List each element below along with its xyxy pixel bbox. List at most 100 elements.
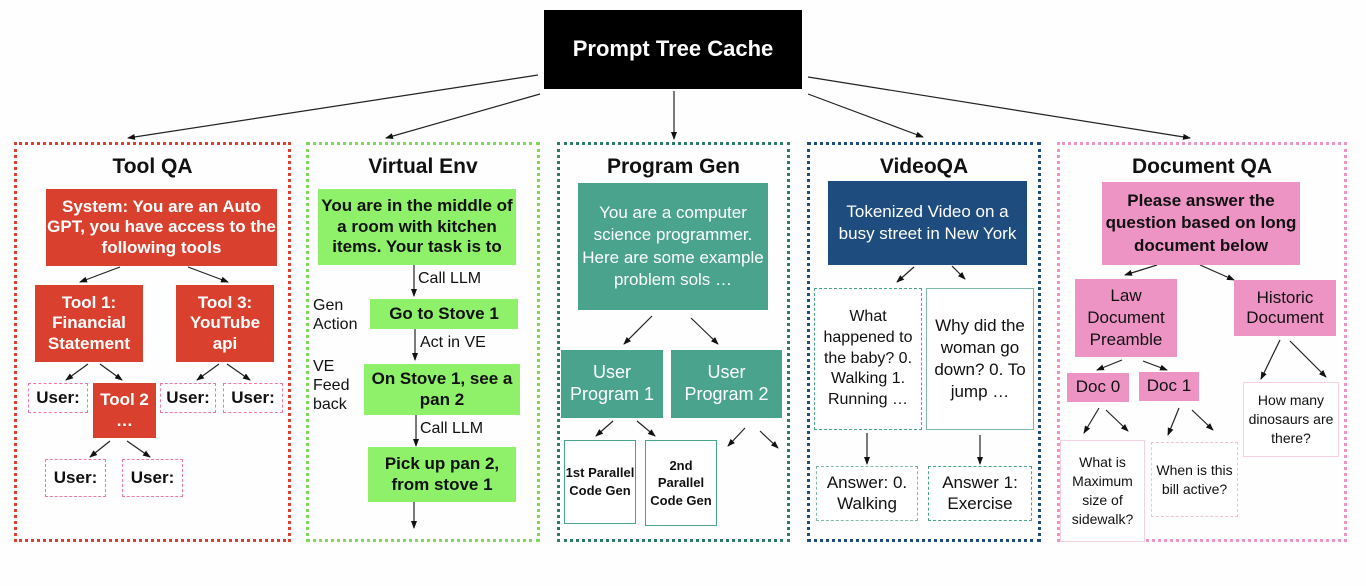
question-node: What happened to the baby? 0. Walking 1.… (814, 288, 922, 430)
node-text: Tokenized Video on a busy street in New … (838, 201, 1017, 243)
node-text: What happened to the baby? 0. Walking 1.… (823, 308, 913, 409)
panel-video-qa: VideoQA (807, 142, 1041, 542)
node-text: On Stove 1, see a pan 2 (371, 369, 513, 409)
panel-tool-qa: Tool QA (14, 142, 291, 542)
node-text: Why did the woman go down? 0. To jump … (934, 315, 1026, 402)
edge (226, 363, 251, 381)
step-see-pan: On Stove 1, see a pan 2 (364, 364, 520, 415)
edge (1260, 339, 1281, 380)
doc1-node: Doc 1 (1139, 372, 1199, 401)
node-text: How many dinosaurs are there? (1248, 392, 1334, 446)
edge (951, 265, 966, 280)
question-node: When is this bill active? (1151, 442, 1238, 517)
node-text: Answer 1: Exercise (942, 473, 1018, 513)
node-text: Law Document Preamble (1087, 285, 1165, 350)
question-node: Why did the woman go down? 0. To jump … (926, 288, 1034, 430)
program-gen-prompt-node: You are a computer science programmer. H… (578, 183, 768, 310)
edge (89, 440, 111, 458)
node-text: You are in the middle of a room with kit… (321, 196, 513, 257)
edge (196, 363, 220, 381)
panel-title: Program Gen (606, 155, 741, 178)
node-text: User Program 1 (569, 362, 655, 404)
edge (1096, 359, 1123, 371)
node-text: Historic Document (1246, 287, 1324, 327)
node-text: Tool 3: YouTube api (189, 292, 261, 353)
edge (187, 266, 229, 283)
edge (1105, 409, 1129, 432)
edge (1191, 409, 1214, 431)
node-text: User: (166, 387, 210, 407)
edge (623, 315, 653, 345)
virtual-env-prompt-node: You are in the middle of a room with kit… (318, 189, 516, 265)
doc0-node: Doc 0 (1067, 373, 1129, 402)
edge-label: Act in VE (420, 334, 486, 351)
edge (1142, 360, 1168, 371)
answer-node: Answer: 0. Walking (816, 466, 918, 521)
step-pick-up-pan: Pick up pan 2, from stove 1 (368, 447, 516, 502)
root-label: Prompt Tree Cache (572, 36, 774, 62)
edge (1167, 407, 1180, 436)
edge (1124, 264, 1158, 276)
user-node: User: (160, 383, 216, 413)
parallel-gen-1-node: 1st Parallel Code Gen (564, 440, 636, 524)
edge (595, 420, 614, 437)
user-node: User: (28, 383, 88, 413)
node-text: System: You are an Auto GPT, you have ac… (47, 196, 276, 257)
side-label-gen-action: Gen Action (313, 297, 358, 334)
edge (1289, 340, 1327, 378)
user-node: User: (122, 459, 183, 497)
edge (99, 363, 123, 381)
root-node: Prompt Tree Cache (544, 10, 802, 89)
user-node: User: (223, 383, 283, 413)
edge (896, 266, 915, 283)
tool-qa-system-node: System: You are an Auto GPT, you have ac… (46, 189, 277, 266)
answer-node: Answer 1: Exercise (928, 466, 1032, 521)
edge (690, 317, 719, 345)
node-text: 2nd Parallel Code Gen (650, 457, 712, 508)
document-qa-prompt-node: Please answer the question based on long… (1102, 182, 1300, 265)
edge-root-virtualenv (385, 93, 541, 139)
user-program-1-node: User Program 1 (561, 350, 663, 418)
node-text: Answer: 0. Walking (826, 473, 908, 513)
node-text: Go to Stove 1 (389, 303, 499, 323)
node-text: What is Maximum size of sidewalk? (1071, 454, 1134, 527)
node-text: User: (130, 467, 175, 487)
node-text: Pick up pan 2, from stove 1 (384, 454, 500, 494)
tool1-node: Tool 1: Financial Statement (35, 285, 143, 362)
node-text: User Program 2 (684, 362, 769, 404)
video-qa-prompt-node: Tokenized Video on a busy street in New … (828, 181, 1027, 265)
panel-title: VideoQA (879, 155, 969, 178)
node-text: Doc 0 (1075, 377, 1121, 397)
panel-title: Virtual Env (368, 155, 478, 178)
law-document-node: Law Document Preamble (1075, 279, 1177, 357)
edge (65, 363, 89, 381)
edge (1199, 264, 1235, 281)
node-text: Tool 2 … (100, 390, 149, 430)
node-text: Please answer the question based on long… (1105, 191, 1297, 255)
edge-label: Call LLM (420, 420, 484, 437)
node-text: Tool 1: Financial Statement (47, 292, 131, 353)
edge (636, 420, 656, 437)
edge (727, 427, 746, 447)
node-text: User: (36, 387, 80, 407)
edge-root-videoqa (807, 93, 924, 138)
parallel-gen-2-node: 2nd Parallel Code Gen (645, 440, 717, 526)
edge-label: Call LLM (418, 270, 482, 287)
historic-document-node: Historic Document (1234, 280, 1336, 336)
panel-virtual-env: Virtual Env (306, 142, 540, 542)
step-go-to-stove: Go to Stove 1 (370, 299, 518, 329)
edge (126, 440, 151, 458)
panel-title: Document QA (1131, 155, 1272, 178)
question-node: How many dinosaurs are there? (1243, 382, 1339, 457)
edge-root-toolqa (127, 74, 539, 140)
user-program-2-node: User Program 2 (671, 350, 782, 418)
node-text: You are a computer science programmer. H… (582, 203, 764, 289)
edge-root-documentqa (807, 76, 1191, 140)
side-label-ve-feedback: VE Feed back (313, 358, 350, 414)
panel-program-gen: Program Gen (557, 142, 790, 542)
node-text: Doc 1 (1146, 376, 1192, 396)
node-text: When is this bill active? (1156, 461, 1233, 497)
panel-document-qa: Document QA (1057, 142, 1347, 542)
user-node: User: (45, 459, 106, 497)
